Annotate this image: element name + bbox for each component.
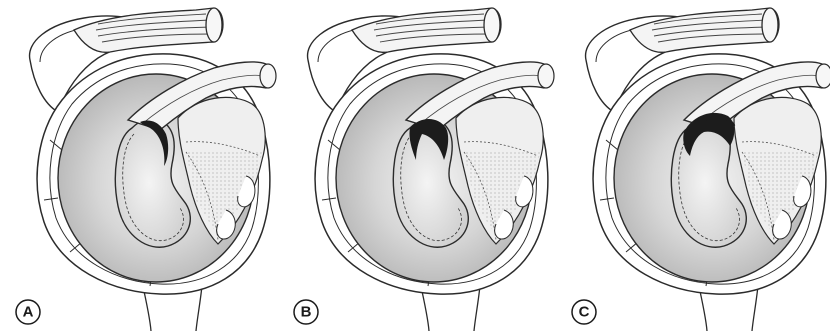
panel-c: C bbox=[572, 8, 830, 331]
panel-b: B bbox=[294, 8, 554, 331]
panel-label-c: C bbox=[579, 304, 590, 321]
panel-a: A bbox=[16, 8, 276, 331]
panel-label-b: B bbox=[301, 304, 312, 321]
panel-label-a: A bbox=[23, 304, 34, 321]
